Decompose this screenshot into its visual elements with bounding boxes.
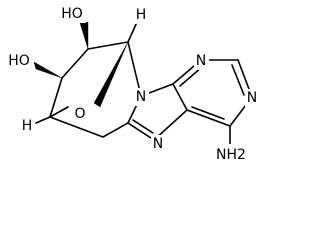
bond-c4-c5 <box>49 116 104 138</box>
atom-h-top: H <box>134 6 148 24</box>
bond-c4p-n3-double <box>179 66 203 87</box>
atom-nh2: NH2 <box>212 144 250 164</box>
bond-layer <box>35 21 253 145</box>
atom-o-bridge: O <box>72 105 88 123</box>
atom-label-h-left: H <box>22 118 33 134</box>
atom-label-n3: N <box>247 90 257 106</box>
atom-h-left: H <box>20 117 34 135</box>
wedge-c1-o-bridge <box>93 41 129 108</box>
molecule-structure-diagram: HO HO H H O N N N <box>5 5 260 164</box>
atom-n7: N <box>151 135 166 153</box>
wedge-c3-oh-left <box>33 61 63 79</box>
bond-c4-o-bridge <box>49 106 69 118</box>
bond-c2-c3 <box>61 48 89 79</box>
bond-c6-c5p <box>186 109 231 127</box>
atom-label-oh-left: HO <box>8 53 30 69</box>
bond-c5p-c4p <box>172 83 188 111</box>
bond-c5-c8 <box>102 122 129 138</box>
bond-c8-n7 <box>127 122 155 141</box>
atom-label-nh2: NH2 <box>216 147 246 163</box>
atom-n3: N <box>245 89 260 107</box>
bond-c8-n7-double <box>132 119 154 134</box>
atom-label-n9: N <box>136 89 146 105</box>
atom-n9: N <box>134 88 149 106</box>
bond-c6-c5p-double <box>191 106 225 120</box>
atom-label-n1: N <box>196 53 206 69</box>
bond-n9-c1 <box>127 41 142 97</box>
atom-oh-top: HO <box>58 5 86 23</box>
atom-label-o-bridge: O <box>74 106 85 122</box>
atom-label-layer: HO HO H H O N N N <box>5 5 260 164</box>
atom-n1: N <box>194 52 209 70</box>
wedge-c2-oh-top <box>79 21 89 50</box>
atom-label-n7: N <box>153 136 163 152</box>
bond-c3-c4 <box>49 77 63 118</box>
atom-label-h-top: H <box>136 7 147 23</box>
atom-oh-left: HO <box>5 52 33 70</box>
bond-c4-h <box>35 116 51 124</box>
wedge-layer <box>33 21 129 108</box>
bond-c2p-n1-double <box>231 64 245 96</box>
bond-c1-c2 <box>87 41 129 50</box>
atom-label-oh-top: HO <box>61 6 83 22</box>
bond-c1-h <box>127 21 138 43</box>
